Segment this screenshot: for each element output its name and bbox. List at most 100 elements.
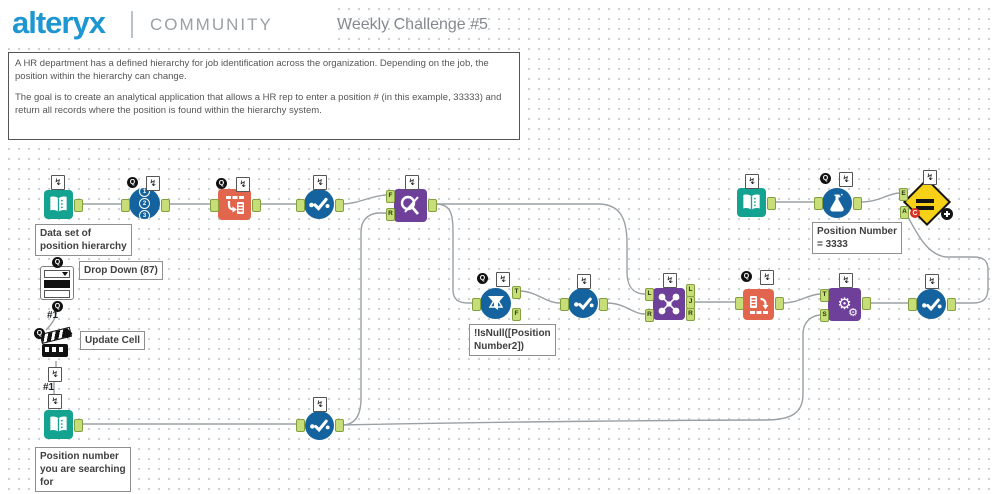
transpose-tool[interactable] [218,189,251,220]
select-tool-1[interactable] [304,189,334,219]
lightning-anchor[interactable]: ↯ [313,175,327,190]
question-anchor[interactable]: Q [741,271,752,282]
crosstab-input-anchor[interactable] [735,297,744,310]
select-check-icon [310,419,330,433]
select1-output-anchor[interactable] [335,199,344,212]
input-data-tool-position[interactable] [44,410,73,439]
crosstab-output-anchor[interactable] [775,297,784,310]
lightning-anchor[interactable]: ↯ [839,172,853,187]
gears-output-anchor[interactable] [862,297,871,310]
select-tool-2[interactable] [305,411,334,440]
lightning-anchor[interactable]: ↯ [839,273,853,288]
lightning-anchor[interactable]: ↯ [48,367,62,382]
annotation-filter-expression[interactable]: !IsNull([Position Number2]) [469,324,556,356]
formula-tool[interactable] [822,188,852,218]
select1-input-anchor[interactable] [296,199,305,212]
wire-select1-findreplace-f[interactable] [341,194,387,205]
wire-crosstab-gears-t[interactable] [781,293,821,304]
wire-select2-gears-s[interactable] [341,314,821,426]
question-anchor[interactable]: Q [52,257,63,268]
drop-down-tool[interactable] [40,266,74,300]
lightning-anchor[interactable]: ↯ [745,174,759,189]
annotation-drop-down[interactable]: Drop Down (87) [79,261,163,280]
lightning-anchor[interactable]: ↯ [51,175,65,190]
header-divider [131,11,133,38]
plus-badge-icon [941,208,953,220]
lightning-anchor[interactable]: ↯ [236,177,250,192]
formula-output-anchor[interactable] [853,197,862,210]
gears-t-input-anchor[interactable]: T [820,289,829,302]
lightning-anchor[interactable]: ↯ [496,272,510,287]
filter-funnel-icon [487,295,504,310]
wire-findreplace-filter[interactable] [434,203,472,304]
select2-input-anchor[interactable] [296,419,305,432]
filter-input-anchor[interactable] [472,298,481,311]
wire-filter-t-select2b[interactable] [518,290,561,304]
select2b-input-anchor[interactable] [560,298,569,311]
select3-output-anchor[interactable] [947,298,956,311]
gears-s-input-anchor[interactable]: S [820,309,829,322]
test-a-input-anchor[interactable]: A [900,206,909,219]
question-anchor[interactable]: Q [34,328,45,339]
record-id-tool[interactable]: 1 2 3 [129,186,160,221]
select2-output-anchor[interactable] [335,419,344,432]
question-anchor[interactable]: Q [52,301,63,312]
wire-findreplace-join-l[interactable] [435,203,646,295]
dynamic-replace-tool[interactable]: ⚙ ⚙ [828,288,861,321]
transpose-output-anchor[interactable] [252,199,261,212]
question-anchor[interactable]: Q [127,177,138,188]
lightning-anchor[interactable]: ↯ [925,274,939,289]
question-anchor[interactable]: Q [477,273,488,284]
select2b-output-anchor[interactable] [599,298,608,311]
input3-output-anchor[interactable] [767,197,776,210]
join-right-input-anchor[interactable]: R [645,309,654,322]
gears-icon-small: ⚙ [848,307,858,319]
update-cell-action-tool[interactable] [39,326,73,361]
input-data-tool-hierarchy[interactable] [44,190,73,219]
lightning-anchor[interactable]: ↯ [577,274,591,289]
crosstab-tool[interactable] [743,289,774,320]
test-e-input-anchor[interactable]: E [899,188,908,201]
question-anchor[interactable]: Q [820,173,831,184]
find-replace-tool[interactable] [394,189,427,222]
select-tool-3[interactable] [568,288,598,318]
input-data-tool-lookup[interactable] [737,188,766,217]
wire-select2-findreplace-r[interactable] [341,212,386,426]
filter-false-output-anchor[interactable]: F [512,308,521,321]
wire-select3-test-a[interactable] [906,214,989,304]
join-tool[interactable] [653,288,685,320]
annotation-formula[interactable]: Position Number = 3333 [812,222,902,254]
transpose-input-anchor[interactable] [210,199,219,212]
select-tool-4[interactable] [916,289,946,319]
lightning-anchor[interactable]: ↯ [48,394,62,409]
question-anchor[interactable]: Q [216,178,227,189]
input1-output-anchor[interactable] [74,199,83,212]
transpose-icon [225,195,244,214]
lightning-anchor[interactable]: ↯ [405,175,419,190]
lightning-anchor[interactable]: ↯ [923,170,937,185]
annotation-input-position[interactable]: Position number you are searching for [35,447,131,492]
lightning-anchor[interactable]: ↯ [313,397,327,412]
lightning-anchor[interactable]: ↯ [663,273,677,288]
join-r-output-anchor[interactable]: R [686,308,695,321]
wire-formula-test-e[interactable] [859,192,900,203]
recordid-input-anchor[interactable] [121,199,130,212]
recordid-output-anchor[interactable] [161,199,170,212]
join-left-input-anchor[interactable]: L [645,288,654,301]
formula-input-anchor[interactable] [814,197,823,210]
comment-box[interactable]: A HR department has a defined hierarchy … [8,52,520,140]
alteryx-logo: alteryx [12,5,106,40]
wire-select2b-join-r[interactable] [605,302,646,315]
filter-true-output-anchor[interactable]: T [512,286,521,299]
lightning-anchor[interactable]: ↯ [146,176,160,191]
annotation-input-hierarchy[interactable]: Data set of position hierarchy [35,224,132,256]
filter-tool[interactable] [480,288,511,319]
findreplace-output-anchor[interactable] [428,199,437,212]
findreplace-r-input-anchor[interactable]: R [386,208,395,221]
findreplace-f-input-anchor[interactable]: F [386,190,395,203]
annotation-update-cell[interactable]: Update Cell [80,331,146,350]
lightning-anchor[interactable]: ↯ [760,270,774,285]
input2-output-anchor[interactable] [74,419,83,432]
select3-input-anchor[interactable] [908,298,917,311]
